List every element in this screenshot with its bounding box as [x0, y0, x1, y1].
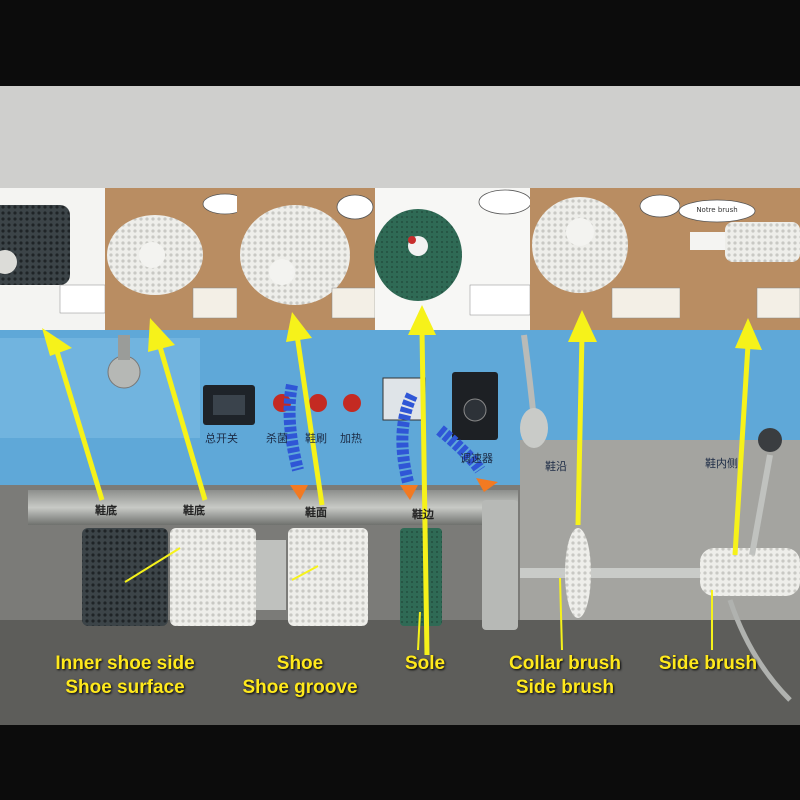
callout-collar-brush: Collar brush Side brush	[500, 652, 630, 700]
right-lamp	[520, 408, 548, 448]
callout-1-line-1: Inner shoe side	[55, 653, 195, 674]
station-plate-3: 鞋面	[305, 506, 327, 519]
product-card-3	[237, 188, 376, 330]
leader-lines	[124, 547, 713, 651]
installed-dark-brush	[82, 528, 168, 626]
button-label-2: 鞋刷	[305, 432, 327, 445]
installed-green-wheel	[400, 528, 442, 626]
wall	[0, 86, 800, 206]
callout-shoe: Shoe Shoe groove	[230, 652, 370, 700]
product-card-6	[678, 188, 800, 330]
callout-arrows	[42, 305, 762, 656]
product-card-1	[0, 188, 106, 330]
motor-housing	[482, 500, 518, 630]
product-bubble-text: Notre brush	[696, 206, 738, 214]
callout-2-line-1: Shoe	[276, 653, 324, 674]
callout-2-line-2: Shoe groove	[242, 677, 358, 698]
red-button-3	[343, 394, 361, 412]
lamp	[107, 355, 141, 389]
station-plate-4: 鞋边	[412, 508, 434, 521]
shaft	[520, 568, 700, 578]
button-label-3: 加热	[340, 432, 362, 445]
hose-left	[283, 383, 304, 472]
callout-side-brush: Side brush	[648, 652, 768, 676]
button-label-1: 杀菌	[266, 432, 288, 445]
panel-sticker	[0, 338, 200, 438]
red-button-2	[309, 394, 327, 412]
plate-rail	[28, 490, 518, 525]
hose-right	[436, 425, 485, 474]
temperature-controller	[382, 377, 426, 421]
callout-sole: Sole	[395, 652, 455, 676]
tray	[0, 620, 800, 725]
callout-5-line-1: Side brush	[658, 653, 758, 674]
collar-brush	[565, 528, 591, 618]
station-plate-2: 鞋底	[183, 504, 205, 517]
side-label-1: 鞋沿	[545, 460, 567, 473]
callout-4-line-2: Side brush	[515, 677, 615, 698]
product-card-5	[530, 188, 681, 330]
station-plate-1: 鞋底	[95, 504, 117, 517]
product-card-2	[105, 188, 248, 330]
side-brush	[700, 548, 800, 596]
callout-1-line-2: Shoe surface	[65, 677, 185, 698]
hose-middle	[396, 392, 418, 484]
speed-controller-label: 调速器	[460, 452, 493, 465]
side-label-2: 鞋内侧	[705, 457, 738, 470]
power-switch-label: 总开关	[205, 432, 238, 445]
axle-block	[256, 540, 286, 610]
installed-white-brush-1	[170, 528, 256, 626]
callout-4-line-1: Collar brush	[509, 653, 621, 674]
product-card-4	[374, 188, 532, 330]
callout-inner-shoe-side: Inner shoe side Shoe surface	[40, 652, 210, 700]
callout-3-line-1: Sole	[404, 653, 446, 674]
arm-knob	[758, 428, 782, 452]
installed-white-brush-2	[288, 528, 368, 626]
